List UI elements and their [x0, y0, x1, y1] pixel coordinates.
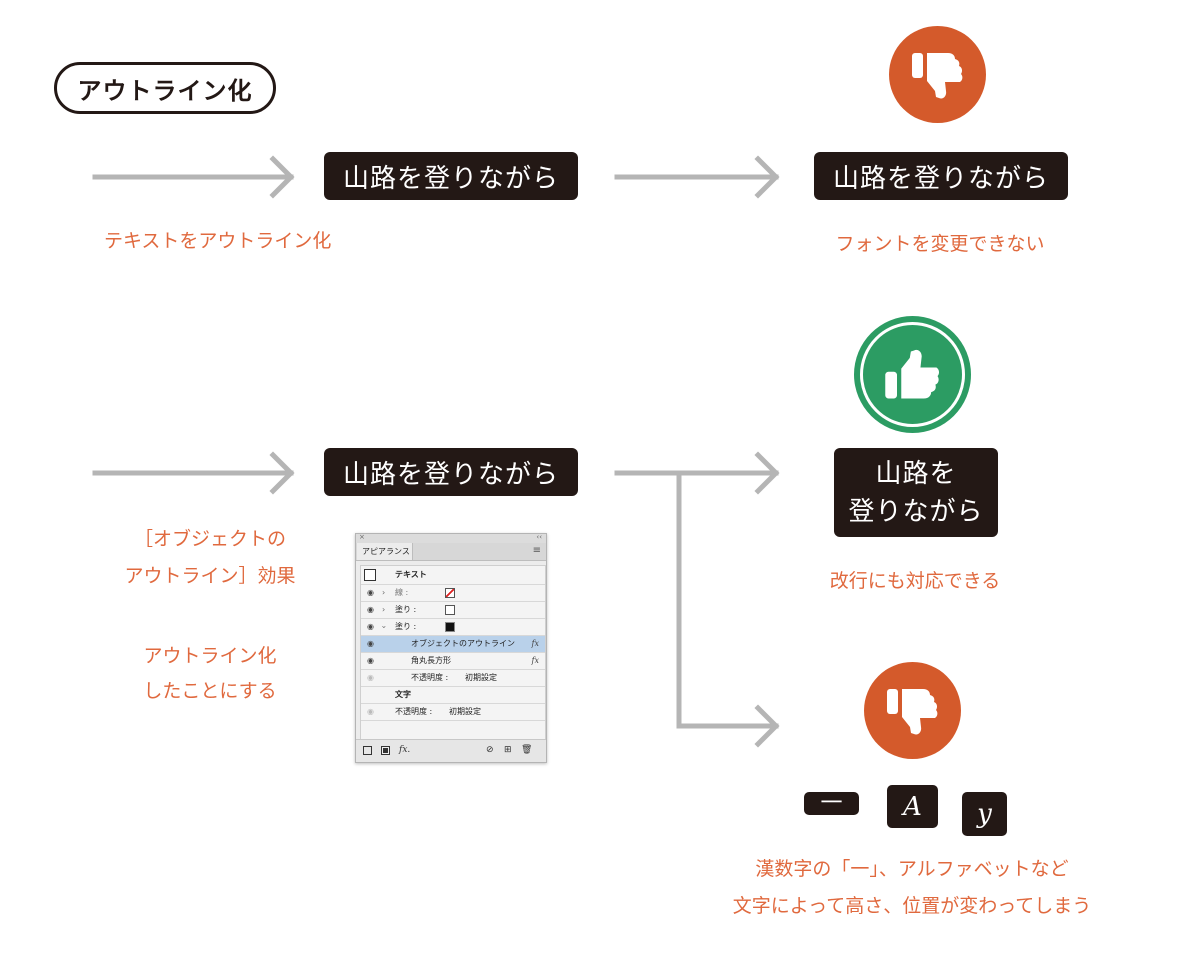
appearance-row-label: 文字 — [395, 690, 411, 699]
appearance-row-value[interactable]: 初期設定 — [449, 707, 481, 716]
panel-title-bar: × ‹‹ — [356, 533, 546, 543]
text-box-row1-source: 山路を登りながら — [324, 152, 578, 200]
glyph-box-kanji-one: 一 — [804, 792, 859, 815]
eye-icon[interactable]: ◉ — [367, 639, 374, 648]
note-treat-as-outlined-line2: したことにする — [143, 680, 277, 702]
add-stroke-icon[interactable] — [363, 746, 372, 755]
eye-icon[interactable]: ◉ — [367, 673, 374, 682]
text-box-row2-multiline: 山路を 登りながら — [834, 448, 998, 537]
note-effect-line2: アウトライン］効果 — [124, 565, 296, 587]
note-effect-line1: ［オブジェクトの — [133, 528, 286, 550]
chevron-right-icon[interactable]: › — [382, 588, 386, 597]
appearance-row-fill-opacity[interactable]: ◉ 不透明度 : 初期設定 — [361, 670, 545, 687]
note-line-break-supported: 改行にも対応できる — [829, 570, 1001, 592]
thumbs-down-icon-bottom — [864, 662, 961, 759]
appearance-row-text[interactable]: テキスト — [361, 566, 545, 585]
appearance-row-label: 不透明度 : — [395, 707, 433, 716]
note-glyph-position-line2: 文字によって高さ、位置が変わってしまう — [732, 895, 1092, 917]
appearance-row-label: 塗り : — [395, 622, 417, 631]
appearance-row-outline-object-effect[interactable]: ◉ オブジェクトのアウトライン fx — [361, 636, 545, 653]
appearance-row-fill-white[interactable]: ◉ › 塗り : — [361, 602, 545, 619]
eye-icon[interactable]: ◉ — [367, 656, 374, 665]
appearance-row-label: 角丸長方形 — [411, 656, 451, 665]
fill-swatch-black[interactable] — [445, 622, 455, 632]
multiline-text-line2: 登りながら — [848, 496, 984, 527]
appearance-panel: × ‹‹ アピアランス ≡ テキスト ◉ › 線 : ◉ › 塗り : ◉ › — [355, 533, 547, 763]
arrow-row2-left-head — [269, 451, 295, 495]
appearance-row-opacity[interactable]: ◉ 不透明度 : 初期設定 — [361, 704, 545, 721]
appearance-row-label: 不透明度 : — [411, 673, 449, 682]
chevron-right-icon[interactable]: › — [382, 605, 386, 614]
appearance-row-label: オブジェクトのアウトライン — [411, 639, 515, 648]
arrow-row1-left-head — [269, 155, 295, 199]
clear-appearance-icon[interactable]: ⊘ — [486, 745, 494, 755]
add-fill-icon[interactable] — [381, 746, 390, 755]
appearance-row-fill-black[interactable]: ◉ › 塗り : — [361, 619, 545, 636]
note-font-unchangeable: フォントを変更できない — [835, 233, 1045, 255]
eye-icon[interactable]: ◉ — [367, 605, 374, 614]
arrow-row1-right-head — [754, 155, 780, 199]
fx-icon[interactable]: fx — [531, 656, 539, 665]
text-box-row2-source: 山路を登りながら — [324, 448, 578, 496]
appearance-row-rounded-rectangle-effect[interactable]: ◉ 角丸長方形 fx — [361, 653, 545, 670]
note-outline-text: テキストをアウトライン化 — [104, 230, 332, 252]
panel-collapse-icon[interactable]: ‹‹ — [536, 533, 542, 541]
eye-icon[interactable]: ◉ — [367, 588, 374, 597]
panel-close-icon[interactable]: × — [359, 533, 365, 541]
add-effect-icon[interactable]: fx. — [399, 745, 411, 755]
fx-icon[interactable]: fx — [531, 639, 539, 648]
glyph-box-letter-y: y — [962, 792, 1007, 836]
thumbs-down-icon — [889, 26, 986, 123]
duplicate-item-icon[interactable]: ⊞ — [504, 745, 512, 755]
text-box-row1-outlined: 山路を登りながら — [814, 152, 1068, 200]
thumbs-up-icon — [854, 316, 971, 433]
fill-swatch-white[interactable] — [445, 605, 455, 615]
arrow-branch-bottom-head — [754, 704, 780, 748]
appearance-row-characters[interactable]: 文字 — [361, 687, 545, 704]
text-thumbnail-icon — [364, 569, 376, 581]
appearance-row-label: テキスト — [395, 570, 427, 579]
delete-item-icon[interactable]: 🗑 — [521, 745, 533, 755]
appearance-row-stroke[interactable]: ◉ › 線 : — [361, 585, 545, 602]
panel-tab-bar: アピアランス ≡ — [356, 543, 546, 561]
appearance-row-label: 塗り : — [395, 605, 417, 614]
chevron-down-icon[interactable]: › — [379, 625, 389, 629]
eye-icon[interactable]: ◉ — [367, 622, 374, 631]
glyph-box-letter-a: A — [887, 785, 938, 828]
panel-menu-icon[interactable]: ≡ — [532, 545, 541, 556]
arrow-row2-right-head — [754, 451, 780, 495]
appearance-row-label: 線 : — [395, 588, 409, 597]
stroke-swatch-none[interactable] — [445, 588, 455, 598]
eye-icon[interactable]: ◉ — [367, 707, 374, 716]
appearance-list: テキスト ◉ › 線 : ◉ › 塗り : ◉ › 塗り : ◉ オブジェクトの… — [360, 565, 546, 742]
panel-footer-toolbar: fx. ⊘ ⊞ 🗑 — [356, 739, 546, 762]
appearance-row-value[interactable]: 初期設定 — [465, 673, 497, 682]
note-treat-as-outlined-line1: アウトライン化 — [143, 645, 277, 667]
section-title: アウトライン化 — [54, 62, 276, 114]
tab-appearance[interactable]: アピアランス — [357, 543, 413, 560]
multiline-text-line1: 山路を — [875, 458, 957, 489]
note-glyph-position-line1: 漢数字の「一」、アルファベットなど — [755, 858, 1069, 880]
